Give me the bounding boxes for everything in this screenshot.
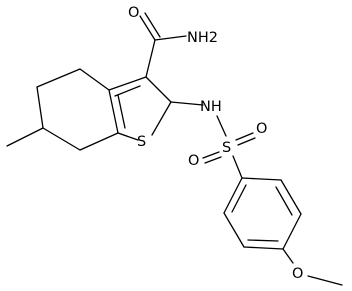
bond-c3a-c3-inner (114, 85, 141, 97)
bond-c6-methyl (6, 127, 44, 147)
bond-ar4-ar5-inner (247, 239, 279, 242)
bond-camide-o-2 (144, 12, 161, 38)
atom-label-methoxy-o: O (292, 266, 303, 282)
bond-o-methyl (307, 275, 343, 286)
bond-c6-c7 (42, 127, 81, 151)
atom-labels: NH2 O S NH S O O O (128, 5, 303, 282)
bond-ar2-ar3 (280, 179, 302, 215)
bond-s-o-right-1 (235, 132, 254, 141)
bond-c3-c2 (145, 76, 172, 103)
bond-ar4-o (282, 248, 294, 264)
bond-c2-s1 (151, 101, 172, 136)
bond-c3-camide (145, 39, 156, 78)
bond-ar6-ar1-inner (231, 184, 247, 213)
bond-ar6-ar1 (223, 177, 243, 214)
bond-c2-nh (170, 101, 204, 106)
atom-label-sulfonamide-nh: NH (200, 99, 222, 115)
bond-c3a-c4 (79, 68, 110, 91)
bond-s-o-left-2 (204, 156, 222, 164)
bond-camide-nh2 (154, 35, 187, 41)
atom-label-sulfonyl-s: S (222, 140, 231, 156)
bond-ar2-ar3-inner (275, 186, 293, 216)
bond-lines (6, 12, 343, 286)
bond-c7-c7a (79, 132, 119, 151)
atom-label-thiophene-s: S (137, 134, 146, 150)
atom-label-sulfonyl-o-right: O (256, 121, 267, 137)
atom-label-carbonyl-o: O (128, 5, 139, 21)
bond-c7a-c3a (108, 89, 119, 134)
bond-c7a-c3a-inner (117, 94, 126, 129)
bond-s-aryl (232, 155, 243, 179)
bond-s1-c7a (117, 132, 139, 141)
bond-c5-c6 (36, 86, 44, 129)
bond-s-o-left-1 (202, 151, 220, 159)
bond-ar1-ar2 (241, 177, 282, 181)
bond-ar4-ar5 (243, 246, 284, 250)
bond-s-o-right-2 (237, 137, 256, 146)
bond-nh-s (216, 115, 227, 137)
atom-label-sulfonyl-o-left: O (188, 153, 199, 169)
atom-label-nh2: NH2 (187, 30, 218, 46)
bond-ar5-ar6 (223, 212, 245, 248)
bond-ar3-ar4 (282, 213, 302, 250)
bond-c3a-c3 (108, 76, 147, 91)
bond-c4-c5 (36, 68, 81, 88)
bond-camide-o-1 (139, 15, 156, 41)
